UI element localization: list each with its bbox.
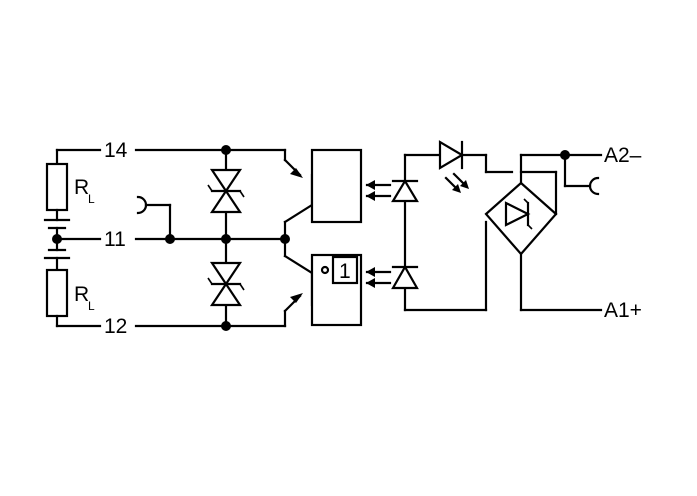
resistor-top [45, 162, 69, 212]
resistor-bottom-sublabel: L [88, 299, 95, 313]
bridge-rectifier-icon [484, 181, 558, 256]
resistor-top-sublabel: L [88, 192, 95, 206]
junction-dot [221, 321, 231, 331]
junction-dot [221, 145, 231, 155]
tvs-diode-bottom-icon [207, 261, 245, 307]
optocoupler-arrows-top-icon [365, 180, 392, 201]
emitter-diode-bottom-icon [391, 264, 419, 290]
load-circuit: R L R L [43, 148, 102, 328]
terminal-14-label: 14 [104, 139, 128, 162]
junction-dot [165, 234, 175, 244]
resistor-bottom-label: R [74, 283, 89, 306]
terminal-a1-label: A1+ [604, 299, 642, 322]
transistor-top-icon [283, 148, 314, 241]
transistor-bottom-icon [283, 237, 314, 328]
input-section [391, 140, 603, 312]
output-section: 1 [134, 145, 363, 331]
emitter-diode-top-icon [391, 178, 419, 203]
resistor-top-label: R [74, 176, 89, 199]
socket-icon-left [136, 195, 172, 241]
terminal-a2-label: A2– [604, 144, 642, 167]
resistor-bottom [45, 268, 69, 318]
status-led-icon [438, 140, 488, 193]
junction-dot [221, 234, 231, 244]
socket-icon-right [563, 153, 600, 196]
driver-box-top [310, 148, 363, 224]
terminal-12-label: 12 [104, 315, 127, 338]
tvs-diode-top-icon [207, 168, 245, 214]
inverter-icon: 1 [320, 255, 359, 285]
terminal-11-label: 11 [104, 228, 126, 251]
inverter-label: 1 [339, 260, 351, 283]
optocoupler-arrows-bottom-icon [365, 267, 392, 288]
